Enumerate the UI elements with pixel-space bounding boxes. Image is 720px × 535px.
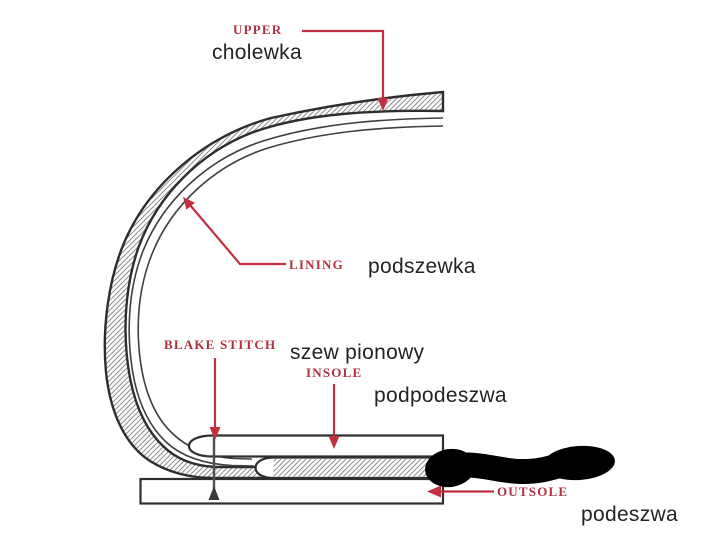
- lining-line-inner: [137, 125, 444, 460]
- lining-arrowhead: [183, 197, 195, 210]
- blake-stitch-arrowhead: [209, 427, 221, 440]
- insole-arrowhead: [328, 436, 340, 449]
- label-upper-en: UPPER: [233, 22, 283, 37]
- upper-arrowhead: [377, 98, 389, 111]
- outsole-shape: [139, 477, 445, 505]
- outsole-arrowhead: [427, 485, 441, 498]
- blake-stitch-knot: [208, 486, 220, 500]
- lining-arrow: [183, 197, 286, 266]
- upper-band-shape: [103, 90, 445, 480]
- label-lining-pl: podszewka: [368, 255, 476, 278]
- label-blake-stitch-en: BLAKE STITCH: [164, 337, 277, 352]
- label-insole-pl: podpodeszwa: [374, 384, 507, 407]
- label-lining-en: LINING: [289, 257, 344, 272]
- blake-stitch-arrow: [209, 358, 221, 440]
- upper-arrow: [302, 29, 389, 111]
- label-upper-pl: cholewka: [212, 41, 302, 64]
- label-outsole-pl: podeszwa: [581, 503, 678, 526]
- insole-shape: [187, 434, 445, 458]
- label-outsole-en: OUTSOLE: [497, 484, 569, 499]
- label-insole-en: INSOLE: [306, 365, 363, 380]
- outsole-arrow: [427, 485, 494, 498]
- insole-arrow: [328, 384, 340, 449]
- midsole-hatch: [273, 459, 442, 477]
- label-blake-stitch-pl: szew pionowy: [290, 341, 425, 364]
- redaction-scribble: [425, 445, 615, 488]
- lining-line-outer: [128, 117, 444, 467]
